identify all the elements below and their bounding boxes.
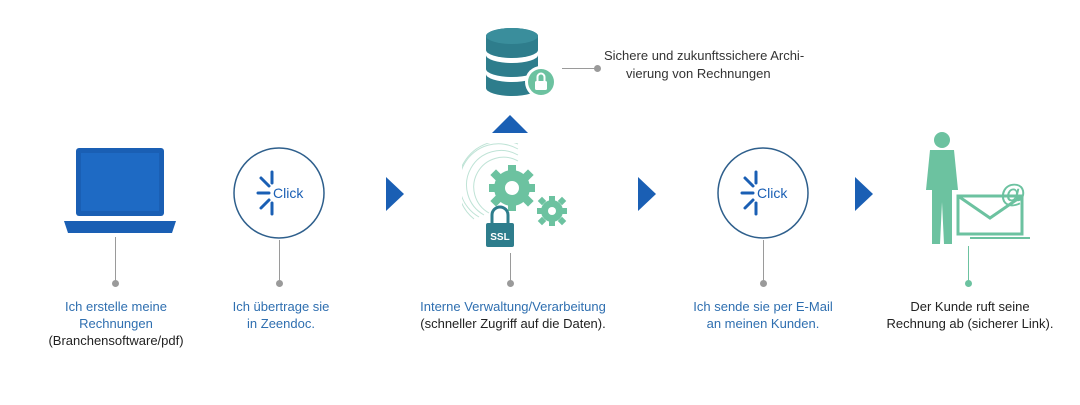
archive-line1: Sichere und zukunftssichere Archi-: [604, 48, 805, 63]
step-5-line1: Der Kunde ruft seine: [910, 299, 1030, 314]
arrow-right-icon: [638, 177, 656, 211]
step-1-line1: Ich erstelle meine: [65, 299, 167, 314]
archive-connector-line: [562, 68, 596, 69]
step-3-line2: (schneller Zugriff auf die Daten).: [420, 316, 606, 331]
step-3-line1: Interne Verwaltung/Verarbeitung: [420, 299, 606, 314]
step-3-label: Interne Verwaltung/Verarbeitung (schnell…: [395, 298, 631, 332]
archive-line2: vierung von Rechnungen: [626, 66, 771, 81]
customer-mail-icon: @: [926, 132, 1030, 244]
click-icon: Click: [233, 147, 325, 239]
connector-dot: [507, 280, 514, 287]
step-5-label: Der Kunde ruft seine Rechnung ab (sicher…: [870, 298, 1070, 332]
step-2-line2: in Zeendoc.: [247, 316, 315, 331]
archive-text: Sichere und zukunftssichere Archi- vieru…: [604, 47, 804, 83]
connector-line: [968, 246, 969, 281]
arrow-up-icon: [492, 115, 528, 133]
click-text: Click: [757, 185, 788, 201]
arrow-right-icon: [855, 177, 873, 211]
step-1-line3: (Branchensoftware/pdf): [48, 333, 184, 348]
arrow-right-icon: [386, 177, 404, 211]
gears-ssl-icon: SSL: [462, 143, 567, 247]
at-symbol: @: [1000, 178, 1025, 208]
click-icon: Click: [717, 147, 809, 239]
connector-dot: [276, 280, 283, 287]
ssl-text: SSL: [490, 232, 509, 243]
connector-line: [763, 240, 764, 281]
archive-connector-dot: [594, 65, 601, 72]
step-2-label: Ich übertrage sie in Zeendoc.: [199, 298, 363, 332]
step-4-label: Ich sende sie per E-Mail an meinen Kunde…: [670, 298, 856, 332]
step-2-line1: Ich übertrage sie: [232, 299, 330, 314]
connector-dot: [112, 280, 119, 287]
connector-line: [279, 240, 280, 281]
click-text: Click: [273, 185, 304, 201]
connector-line: [115, 237, 116, 281]
step-4-line1: Ich sende sie per E-Mail: [693, 299, 833, 314]
connector-line: [510, 253, 511, 281]
step-5-line2: Rechnung ab (sicherer Link).: [886, 316, 1054, 331]
connector-dot: [760, 280, 767, 287]
connector-dot: [965, 280, 972, 287]
step-1-line2: Rechnungen: [79, 316, 153, 331]
laptop-icon: [64, 148, 176, 233]
database-lock-icon: [486, 28, 557, 98]
step-1-label: Ich erstelle meine Rechnungen (Branchens…: [18, 298, 214, 349]
step-4-line2: an meinen Kunden.: [706, 316, 820, 331]
